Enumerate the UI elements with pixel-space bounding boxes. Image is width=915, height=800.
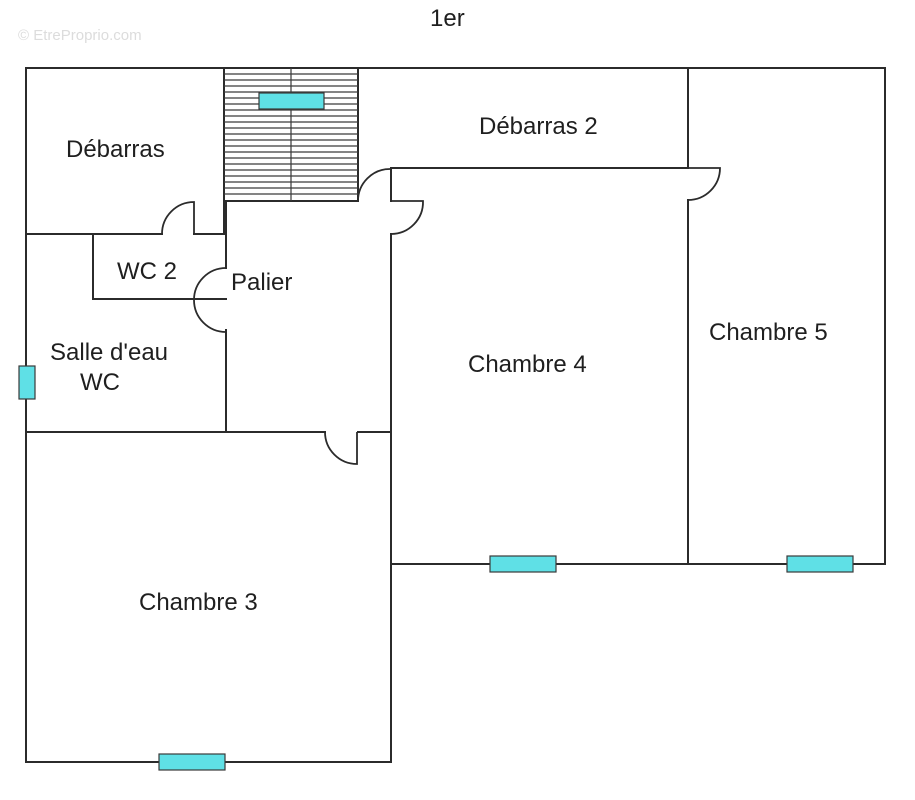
doors — [161, 167, 721, 465]
window-chambre4 — [489, 555, 557, 573]
staircase — [224, 68, 358, 201]
door-stairs — [357, 168, 391, 202]
room-label-chambre-3: Chambre 3 — [139, 589, 258, 616]
window-chambre3 — [158, 753, 226, 771]
windows — [18, 92, 854, 771]
door-chambre4 — [390, 200, 424, 235]
room-label-debarras-2: Débarras 2 — [479, 113, 598, 140]
room-label-palier: Palier — [231, 269, 292, 296]
room-label-salle-deau-wc: WC — [80, 369, 120, 396]
outer-wall — [25, 67, 886, 763]
door-debarras — [161, 201, 195, 235]
door-chambre3 — [324, 431, 358, 465]
room-label-chambre-4: Chambre 4 — [468, 351, 587, 378]
door-wc2 — [193, 267, 227, 333]
room-label-wc-2: WC 2 — [117, 258, 177, 285]
door-chambre5 — [687, 167, 721, 201]
floor-title: 1er — [430, 5, 465, 32]
window-chambre5 — [786, 555, 854, 573]
room-label-debarras: Débarras — [66, 136, 165, 163]
watermark: © EtreProprio.com — [18, 27, 142, 44]
room-label-salle-deau: Salle d'eau — [50, 339, 168, 366]
window-stairs — [258, 92, 325, 110]
window-salle-deau — [18, 365, 36, 400]
room-labels: Débarras Débarras 2 WC 2 Palier Salle d'… — [50, 113, 828, 616]
room-label-chambre-5: Chambre 5 — [709, 319, 828, 346]
walls — [25, 67, 886, 763]
